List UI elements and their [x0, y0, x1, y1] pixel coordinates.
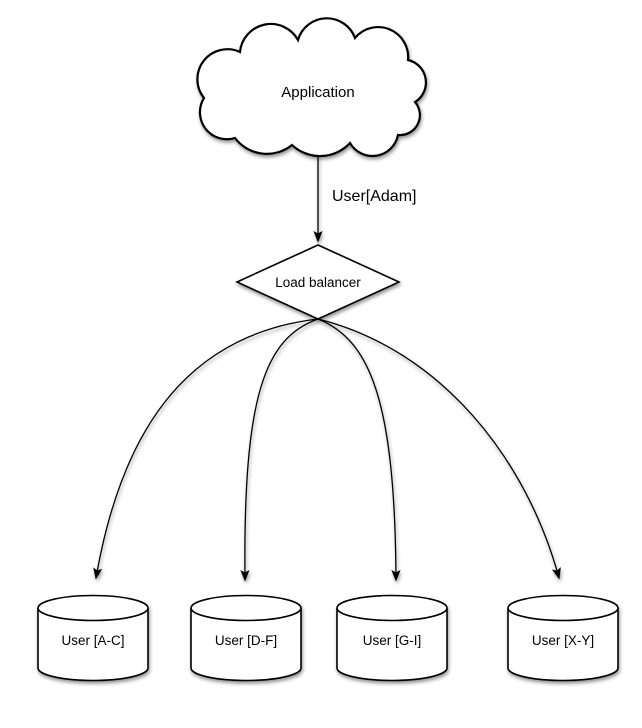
diamond-shape	[235, 244, 401, 320]
cloud-shape	[196, 17, 428, 158]
node-label-load-balancer: Load balancer	[275, 275, 361, 290]
cylinder-body	[37, 608, 149, 682]
node-db-user-a-c	[37, 594, 149, 682]
cylinder-top	[37, 594, 149, 622]
cylinder-top	[336, 594, 448, 622]
edges-layer	[93, 153, 561, 582]
node-label-db-user-d-f: User [D-F]	[215, 633, 277, 648]
cylinder-body	[507, 608, 619, 682]
edge-load-balancer-to-db-user-x-y	[317, 318, 561, 580]
cylinder-top	[190, 594, 302, 622]
cylinder-top	[507, 594, 619, 622]
edge-load-balancer-to-db-user-g-i	[317, 318, 401, 582]
node-application-cloud	[196, 17, 428, 158]
edge-label-user-adam: User[Adam]	[332, 188, 416, 205]
node-db-user-d-f	[190, 594, 302, 682]
node-label-db-user-g-i: User [G-I]	[363, 633, 422, 648]
node-label-db-user-x-y: User [X-Y]	[532, 633, 594, 648]
edge-load-balancer-to-db-user-d-f	[240, 318, 319, 582]
cylinder-body	[190, 608, 302, 682]
node-load-balancer-diamond	[235, 244, 401, 320]
cylinder-body	[336, 608, 448, 682]
edge-load-balancer-to-db-user-a-c	[93, 318, 319, 580]
node-label-application: Application	[281, 84, 354, 101]
node-db-user-x-y	[507, 594, 619, 682]
node-label-db-user-a-c: User [A-C]	[61, 633, 124, 648]
node-db-user-g-i	[336, 594, 448, 682]
